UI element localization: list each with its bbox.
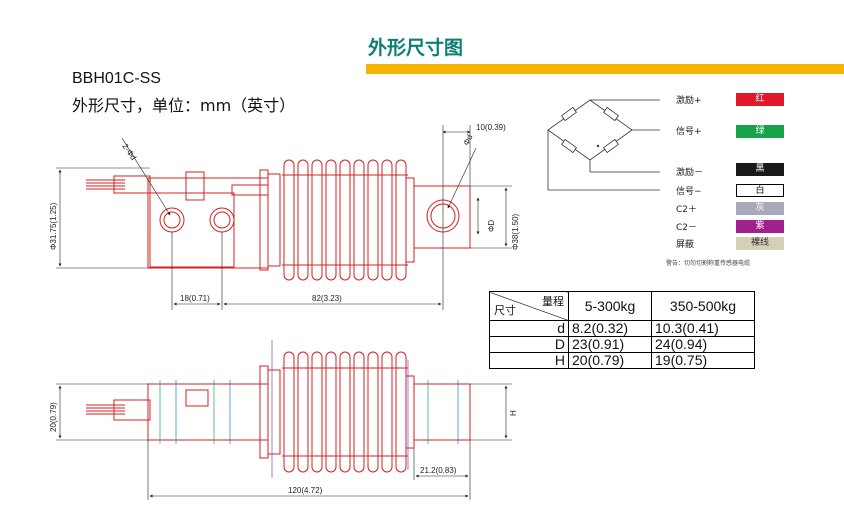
table-row: D 23(0.91) 24(0.94): [489, 336, 755, 353]
table-header-row: 量程 尺寸 5-300kg 350-500kg: [489, 291, 755, 321]
dim-total-length: 120(4.72): [288, 486, 323, 495]
table-cell: 20(0.79): [568, 352, 652, 369]
side-view: [86, 351, 471, 473]
wire-label-sig-plus: 信号+: [676, 125, 702, 137]
dim-hole-right: Φd: [462, 133, 475, 147]
corner-label-capacity: 量程: [542, 295, 564, 308]
corner-label-size: 尺寸: [494, 304, 516, 317]
table-cell: 10.3(0.41): [651, 320, 755, 337]
row-label: d: [489, 320, 569, 337]
table-corner-cell: 量程 尺寸: [489, 291, 569, 321]
column-header: 5-300kg: [568, 291, 652, 321]
model-number: BBH01C-SS: [72, 70, 161, 87]
wire-label-c2-minus: C2－: [676, 223, 697, 233]
top-view: [86, 159, 471, 281]
wire-label-exc-plus: 激励+: [676, 94, 702, 106]
column-header: 350-500kg: [651, 291, 755, 321]
right-block-side: [413, 383, 471, 441]
left-block-top: [147, 177, 269, 269]
cable-warning: 警告：切勿切割称重传感器电缆: [666, 260, 751, 267]
swatch-grey: 灰: [736, 202, 784, 215]
row-label: H: [489, 352, 569, 369]
cable-top: [86, 175, 151, 194]
table-cell: 23(0.91): [568, 336, 652, 353]
dim-diameter-D: ΦD: [487, 220, 496, 232]
table-cell: 8.2(0.32): [568, 320, 652, 337]
dim-height-right: Φ38(1.50): [511, 213, 520, 250]
wire-label-c2-plus: C2＋: [676, 204, 697, 215]
right-block-top: [413, 185, 471, 249]
dim-side-H: H: [509, 410, 518, 416]
table-cell: 19(0.75): [651, 352, 755, 369]
wheatstone-bridge: [547, 99, 660, 191]
dim-length-c: 21.2(0.83): [420, 466, 457, 475]
dim-hole-top: 2-Φd: [120, 142, 138, 162]
table-row: d 8.2(0.32) 10.3(0.41): [489, 320, 755, 337]
wire-label-list: 激励+ 信号+ 激励－ 信号− C2＋ C2－ 屏蔽: [676, 94, 703, 250]
wire-label-exc-minus: 激励－: [676, 166, 703, 178]
swatch-purple: 紫: [736, 220, 784, 233]
bellows-top: [282, 159, 408, 281]
swatch-green: 绿: [736, 125, 784, 138]
dim-right-gap: 10(0.39): [476, 123, 506, 132]
swatch-red: 红: [736, 93, 784, 106]
cable-side: [86, 399, 151, 421]
page-title: 外形尺寸图: [368, 37, 464, 59]
swatch-white: 白: [736, 184, 784, 197]
bellows-side: [282, 351, 408, 473]
dim-length-b: 82(3.23): [312, 294, 342, 303]
swatch-black: 黑: [736, 163, 784, 176]
dim-length-a: 18(0.71): [180, 294, 210, 303]
table-row: H 20(0.79) 19(0.75): [489, 352, 755, 369]
wire-label-shield: 屏蔽: [676, 238, 694, 250]
row-label: D: [489, 336, 569, 353]
table-cell: 24(0.94): [651, 336, 755, 353]
swatch-bare: 裸线: [736, 237, 784, 250]
dim-height-left: Φ31.75(1.25): [49, 202, 58, 250]
dim-side-height-left: 20(0.79): [49, 402, 58, 432]
wire-label-sig-minus: 信号−: [676, 185, 702, 197]
dimension-spec-table: 量程 尺寸 5-300kg 350-500kg d 8.2(0.32) 10.3…: [489, 291, 755, 369]
units-subtitle: 外形尺寸，单位：mm（英寸）: [72, 96, 296, 115]
title-underline-bar: [366, 64, 844, 74]
